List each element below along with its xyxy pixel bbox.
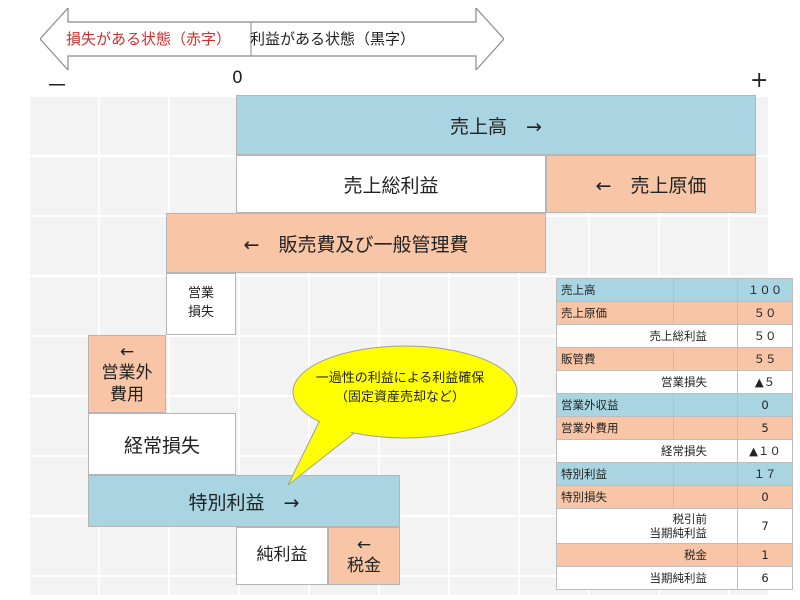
table-row: 売上高 １００: [556, 278, 793, 302]
operating-loss-block: 営業 損失: [166, 273, 236, 335]
table-row-label: 営業外収益: [556, 393, 674, 417]
table-row-value: 0: [737, 485, 793, 509]
loss-state-label: 損失がある状態（赤字）: [66, 30, 232, 48]
table-row-value: 0: [737, 393, 793, 417]
zero-label: 0: [232, 68, 243, 88]
table-row-spacer: [673, 347, 738, 371]
table-row-value: １７: [737, 462, 793, 486]
sales-block: 売上高 →: [236, 95, 756, 155]
plus-sign: +: [750, 68, 769, 93]
table-row-spacer: [673, 393, 738, 417]
table-row-value: ５０: [737, 324, 793, 348]
gross-profit-block: 売上総利益: [236, 155, 546, 213]
profit-state-label: 利益がある状態（黒字）: [250, 30, 416, 48]
table-row-label: 特別損失: [556, 485, 674, 509]
table-row-value: ▲１０: [737, 439, 793, 463]
table-row: 特別利益 １７: [556, 462, 793, 486]
table-row: 売上原価 ５０: [556, 301, 793, 325]
table-row-value: ５５: [737, 347, 793, 371]
table-row-value: 5: [737, 416, 793, 440]
double-arrow-icon: [40, 8, 504, 70]
table-row-label: 販管費: [556, 347, 674, 371]
table-row-spacer: [673, 301, 738, 325]
extraordinary-income-block: 特別利益 →: [88, 475, 400, 527]
table-row-label: 売上原価: [556, 301, 674, 325]
table-row-label: 当期純利益: [556, 566, 738, 590]
table-row-label: 特別利益: [556, 462, 674, 486]
tax-block: ← 税金: [328, 527, 400, 585]
speech-bubble-icon: [287, 345, 518, 486]
non-operating-expense-block: ← 営業外 費用: [88, 335, 166, 413]
table-row-value: 7: [737, 508, 793, 544]
table-row-spacer: [673, 462, 738, 486]
table-row-spacer: [673, 278, 738, 302]
table-row-value: １００: [737, 278, 793, 302]
table-row-label: 営業損失: [556, 370, 738, 394]
table-row-label: 税金: [556, 543, 738, 567]
table-row-label: 売上高: [556, 278, 674, 302]
table-row-spacer: [673, 485, 738, 509]
table-row: 販管費 ５５: [556, 347, 793, 371]
table-row-label: 営業外費用: [556, 416, 674, 440]
table-row: 特別損失 0: [556, 485, 793, 509]
table-row: 営業損失▲５: [556, 370, 793, 394]
table-row: 営業外収益 0: [556, 393, 793, 417]
sga-block: ← 販売費及び一般管理費: [166, 213, 546, 273]
table-row-value: ▲５: [737, 370, 793, 394]
table-row-spacer: [673, 416, 738, 440]
table-row-label: 経常損失: [556, 439, 738, 463]
table-row: 営業外費用 5: [556, 416, 793, 440]
ordinary-loss-block: 経常損失: [88, 413, 236, 475]
net-income-block: 純利益: [236, 527, 328, 585]
callout-text: 一過性の利益による利益確保 （固定資産売却など）: [315, 371, 485, 405]
table-row-value: 1: [737, 543, 793, 567]
table-row-value: ５０: [737, 301, 793, 325]
table-row-value: 6: [737, 566, 793, 590]
table-row-label: 税引前 当期純利益: [556, 508, 738, 544]
table-row-label: 売上総利益: [556, 324, 738, 348]
table-row: 経常損失▲１０: [556, 439, 793, 463]
minus-sign: －: [46, 74, 69, 99]
cost-of-sales-block: ← 売上原価: [546, 155, 756, 213]
